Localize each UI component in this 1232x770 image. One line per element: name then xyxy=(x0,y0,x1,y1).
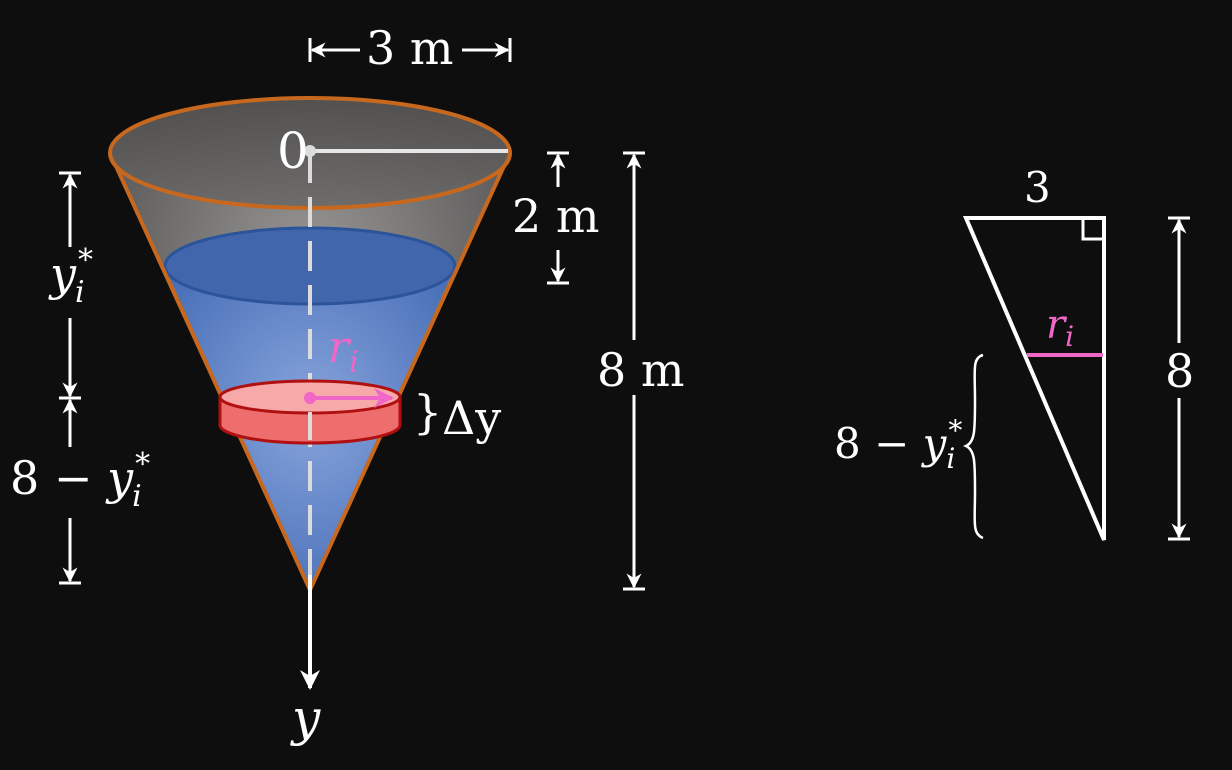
triangle-outline xyxy=(962,216,1106,541)
origin-label: 0 xyxy=(277,122,309,180)
cone xyxy=(108,96,512,690)
slice-brace: } xyxy=(413,385,442,439)
origin-dot xyxy=(304,145,316,157)
triangle-brace-label: 8 − y*i xyxy=(834,414,962,475)
similar-triangle xyxy=(962,216,1106,541)
triangle-radius-label: ri xyxy=(1046,302,1074,353)
lower-dimension-label: 8 − y*i xyxy=(10,447,150,514)
radius-label: ri xyxy=(328,322,359,380)
triangle-top-label: 3 xyxy=(1024,163,1051,212)
right-angle-marker xyxy=(1081,218,1104,241)
slice-center-dot xyxy=(304,392,316,404)
triangle-height-dimension xyxy=(1168,216,1190,541)
top-gap-label: 2 m xyxy=(512,189,600,243)
top-width-dimension xyxy=(308,38,512,62)
triangle-height-label: 8 xyxy=(1165,344,1194,398)
height-label: 8 m xyxy=(597,343,685,397)
top-gap-dimension xyxy=(547,151,569,285)
triangle-brace xyxy=(962,353,984,540)
y-axis-label: y xyxy=(290,689,321,747)
height-dimension xyxy=(623,151,645,591)
top-width-label: 3 m xyxy=(366,21,454,75)
upper-dimension-label: y*i xyxy=(48,243,93,310)
left-dimension xyxy=(59,171,81,585)
delta-y-label: Δy xyxy=(442,391,501,445)
